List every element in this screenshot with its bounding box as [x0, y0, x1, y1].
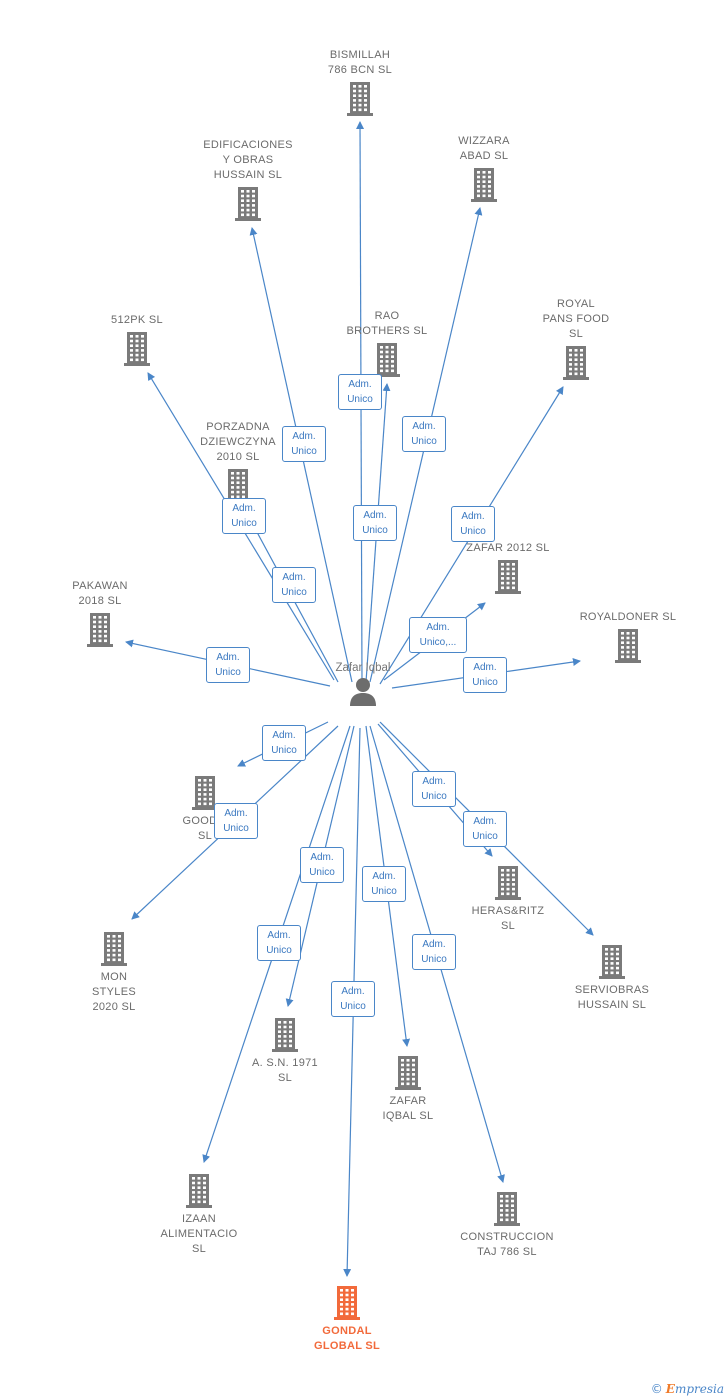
building-icon	[87, 613, 113, 647]
building-icon	[599, 945, 625, 979]
building-icon	[395, 1056, 421, 1090]
company-node-bismillah[interactable]: BISMILLAH 786 BCN SL	[305, 48, 415, 116]
company-label: IZAAN ALIMENTACIO SL	[160, 1213, 238, 1255]
company-node-edificaciones[interactable]: EDIFICACIONES Y OBRAS HUSSAIN SL	[193, 138, 303, 221]
company-node-wizzara[interactable]: WIZZARA ABAD SL	[429, 134, 539, 202]
company-node-monstyles[interactable]: MON STYLES 2020 SL	[59, 928, 169, 1015]
company-node-asn1971[interactable]: A. S.N. 1971 SL	[230, 1014, 340, 1086]
building-icon	[124, 332, 150, 366]
company-node-construccion[interactable]: CONSTRUCCION TAJ 786 SL	[452, 1188, 562, 1260]
company-label: ROYAL PANS FOOD SL	[542, 298, 610, 340]
building-icon	[615, 629, 641, 663]
company-node-royaldoner[interactable]: ROYALDONER SL	[573, 610, 683, 663]
company-label: RAO BROTHERS SL	[346, 310, 428, 337]
company-label: BISMILLAH 786 BCN SL	[327, 49, 393, 76]
company-node-herasritz[interactable]: HERAS&RITZ SL	[453, 862, 563, 934]
role-badge-porzadna[interactable]: Adm. Unico	[272, 567, 316, 603]
company-node-pakawan[interactable]: PAKAWAN 2018 SL	[45, 579, 155, 647]
brand-initial: E	[665, 1382, 675, 1396]
person-icon	[350, 678, 376, 706]
company-node-rao[interactable]: RAO BROTHERS SL	[332, 309, 442, 377]
company-label: CONSTRUCCION TAJ 786 SL	[460, 1231, 554, 1258]
company-label: A. S.N. 1971 SL	[252, 1057, 318, 1084]
company-node-izaan[interactable]: IZAAN ALIMENTACIO SL	[144, 1170, 254, 1257]
role-badge-512pk[interactable]: Adm. Unico	[222, 498, 266, 534]
company-label: GONDAL GLOBAL SL	[313, 1325, 381, 1352]
role-badge-serviobras[interactable]: Adm. Unico	[463, 811, 507, 847]
role-badge-izaan[interactable]: Adm. Unico	[257, 925, 301, 961]
building-icon	[495, 866, 521, 900]
company-label: PORZADNA DZIEWCZYNA 2010 SL	[200, 421, 276, 463]
company-node-512pk[interactable]: 512PK SL	[82, 313, 192, 366]
center-person[interactable]: Zafar Iqbal	[326, 662, 400, 706]
building-icon	[101, 932, 127, 966]
building-icon	[374, 343, 400, 377]
company-label: SERVIOBRAS HUSSAIN SL	[574, 984, 650, 1011]
company-label: EDIFICACIONES Y OBRAS HUSSAIN SL	[203, 139, 293, 181]
role-badge-edificaciones[interactable]: Adm. Unico	[282, 426, 326, 462]
building-icon	[495, 560, 521, 594]
brand-name: mpresia	[674, 1382, 724, 1396]
building-icon	[235, 187, 261, 221]
role-badge-herasritz[interactable]: Adm. Unico	[412, 771, 456, 807]
role-badge-zafar2012[interactable]: Adm. Unico,...	[409, 617, 467, 653]
role-badge-goodt[interactable]: Adm. Unico	[262, 725, 306, 761]
role-badge-pakawan[interactable]: Adm. Unico	[206, 647, 250, 683]
company-label: WIZZARA ABAD SL	[458, 135, 510, 162]
company-node-zafar2012[interactable]: ZAFAR 2012 SL	[453, 541, 563, 594]
building-icon	[347, 82, 373, 116]
company-node-zafariqbal[interactable]: ZAFAR IQBAL SL	[353, 1052, 463, 1124]
company-node-royalpans[interactable]: ROYAL PANS FOOD SL	[521, 297, 631, 380]
building-icon	[471, 168, 497, 202]
copyright-symbol: ©	[650, 1382, 663, 1396]
company-node-porzadna[interactable]: PORZADNA DZIEWCZYNA 2010 SL	[183, 420, 293, 503]
role-badge-construccion[interactable]: Adm. Unico	[412, 934, 456, 970]
role-badge-royaldoner[interactable]: Adm. Unico	[463, 657, 507, 693]
building-icon	[494, 1192, 520, 1226]
role-badge-zafariqbal[interactable]: Adm. Unico	[362, 866, 406, 902]
role-badge-asn1971[interactable]: Adm. Unico	[300, 847, 344, 883]
building-icon	[334, 1286, 360, 1320]
building-icon	[272, 1018, 298, 1052]
company-label: MON STYLES 2020 SL	[92, 971, 136, 1013]
company-node-gondal[interactable]: GONDAL GLOBAL SL	[292, 1282, 402, 1354]
person-name: Zafar Iqbal	[335, 662, 391, 674]
building-icon	[186, 1174, 212, 1208]
role-badge-gondal[interactable]: Adm. Unico	[331, 981, 375, 1017]
role-badge-monstyles[interactable]: Adm. Unico	[214, 803, 258, 839]
role-badge-bismillah[interactable]: Adm. Unico	[338, 374, 382, 410]
company-node-serviobras[interactable]: SERVIOBRAS HUSSAIN SL	[557, 941, 667, 1013]
role-badge-rao[interactable]: Adm. Unico	[353, 505, 397, 541]
company-label: ROYALDONER SL	[579, 611, 677, 623]
company-label: ZAFAR IQBAL SL	[382, 1095, 434, 1122]
footer-brand[interactable]: ©Empresia	[651, 1382, 724, 1396]
company-label: HERAS&RITZ SL	[471, 905, 545, 932]
building-icon	[192, 776, 218, 810]
building-icon	[563, 346, 589, 380]
role-badge-royalpans[interactable]: Adm. Unico	[451, 506, 495, 542]
company-label: 512PK SL	[111, 314, 163, 326]
company-label: PAKAWAN 2018 SL	[72, 580, 128, 607]
company-label: ZAFAR 2012 SL	[466, 542, 550, 554]
role-badge-wizzara[interactable]: Adm. Unico	[402, 416, 446, 452]
